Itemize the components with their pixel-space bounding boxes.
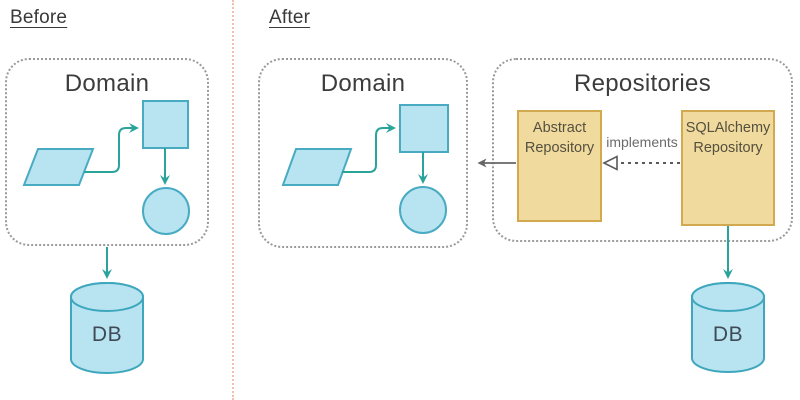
before-db-label: DB <box>91 323 123 346</box>
repositories-title: Repositories <box>574 70 711 97</box>
sqlalchemy-repository-box: SQLAlchemy Repository <box>681 110 775 226</box>
after-db-label: DB <box>712 323 744 346</box>
before-heading: Before <box>10 7 68 28</box>
implements-label: implements <box>606 134 678 150</box>
before-domain-title: Domain <box>64 70 150 97</box>
after-domain-container: Domain <box>258 58 468 248</box>
before-domain-container: Domain <box>5 58 209 246</box>
abstract-repository-box: Abstract Repository <box>517 110 602 222</box>
after-domain-title: Domain <box>320 70 406 97</box>
repositories-container: Repositories <box>492 58 793 242</box>
before-db-cylinder-top <box>70 282 144 312</box>
panel-divider <box>232 0 234 400</box>
after-heading: After <box>269 7 311 28</box>
after-db-cylinder-top <box>691 282 765 312</box>
